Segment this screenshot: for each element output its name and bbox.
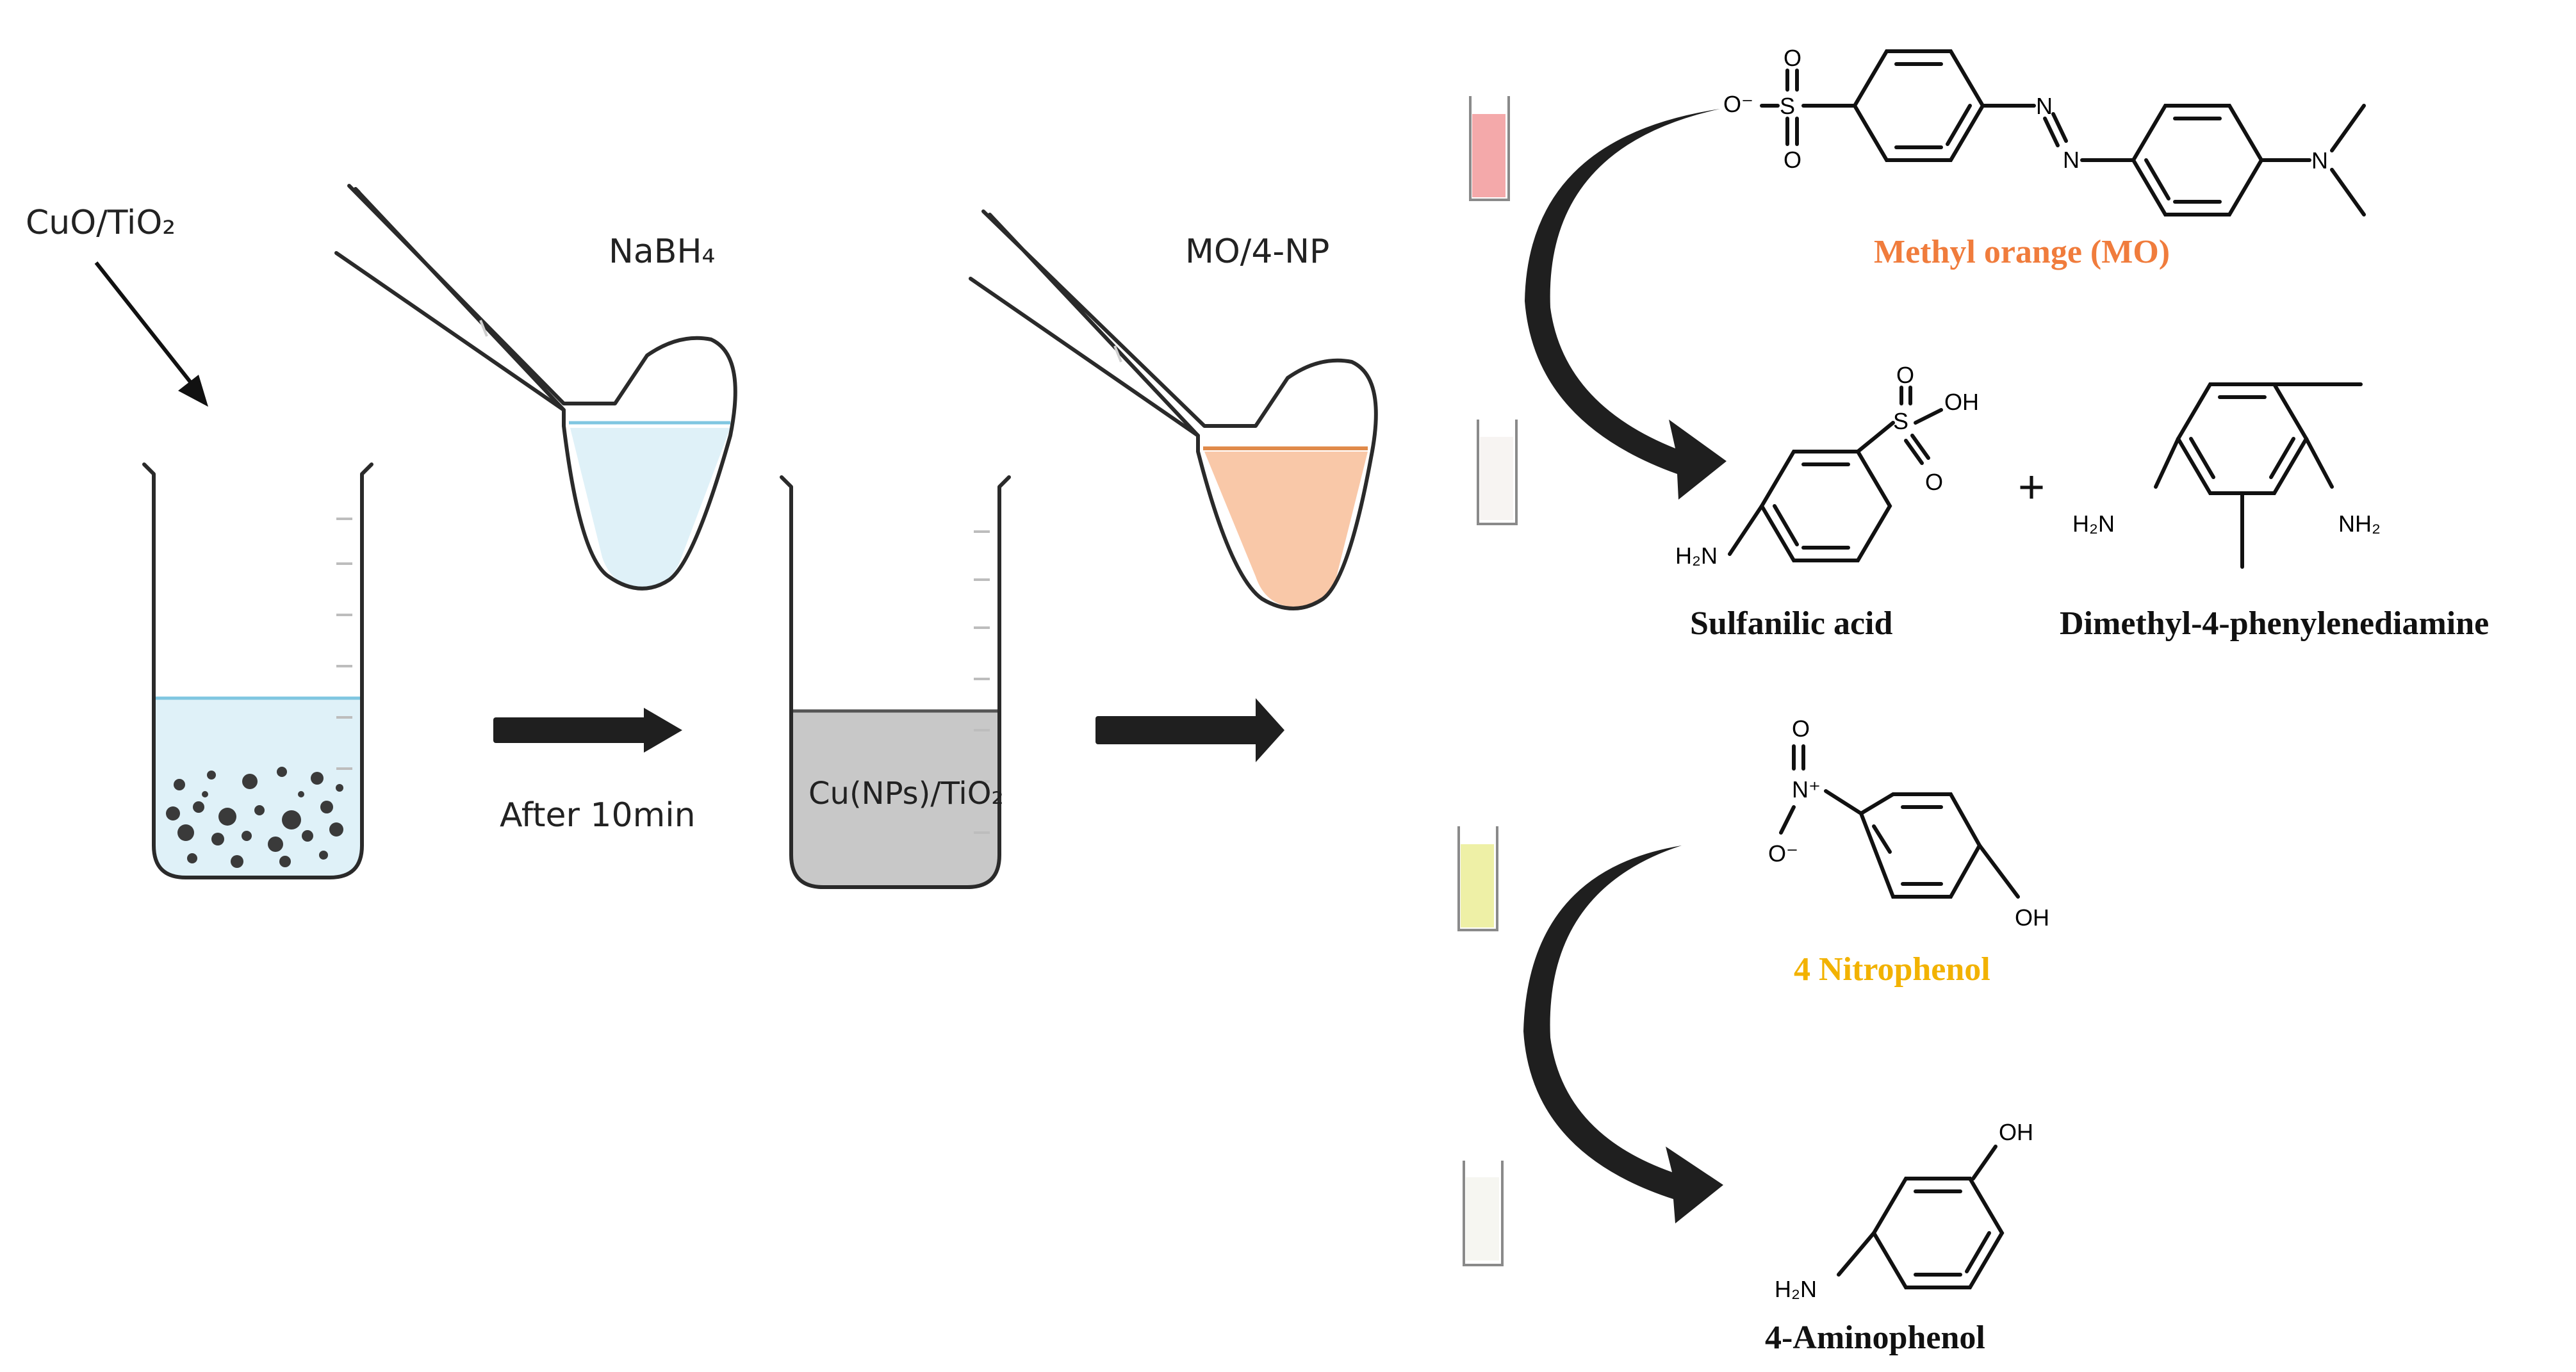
cuo-particle (202, 791, 208, 797)
dp-nh2: NH₂ (2338, 510, 2381, 537)
cuo-particles (166, 767, 343, 868)
mo-o-top: O (1784, 45, 1801, 71)
cuo-particle (211, 833, 224, 845)
cuo-particle (268, 837, 283, 852)
dimethyl-phenylenediamine-name: Dimethyl-4-phenylenediamine (2060, 605, 2489, 642)
cuo-particle (277, 767, 287, 777)
reaction-arrow-mo (1525, 109, 1727, 500)
mo-o-minus: O⁻ (1723, 91, 1753, 117)
beaker-cu-nps-tio2 (780, 475, 1011, 889)
cuo-particle (319, 851, 328, 860)
cuo-particle (218, 808, 236, 826)
cuo-tio2-arrowhead (178, 375, 208, 407)
cuo-particle (311, 772, 324, 785)
beaker-1-liquid (154, 698, 362, 878)
mo-n2: N (2063, 147, 2080, 173)
nitrophenol-name: 4 Nitrophenol (1794, 951, 1990, 988)
vial-colorless-after-4np (1463, 1161, 1504, 1266)
np-o-minus: O⁻ (1768, 840, 1798, 867)
sulfanilic-acid-structure: H₂N S O OH O (1675, 362, 1979, 569)
aminophenol-name: 4-Aminophenol (1765, 1319, 1985, 1356)
step-arrow-2 (1095, 698, 1284, 762)
mo-4np-label: MO/4-NP (1185, 233, 1329, 271)
dp-h2n: H₂N (2072, 510, 2115, 537)
aminophenol-structure: OH H₂N (1775, 1119, 2033, 1302)
cuo-particle (166, 806, 180, 821)
cuo-particle (242, 831, 252, 841)
vial-colorless-after-mo (1477, 420, 1518, 525)
mo-o-bottom: O (1784, 147, 1801, 173)
cuo-particle (298, 791, 304, 797)
cuo-particle (282, 810, 301, 829)
sa-o-bottom: O (1925, 469, 1943, 495)
cuo-particle (177, 824, 194, 841)
cu-nps-tio2-label: Cu(NPs)/TiO₂ (808, 776, 1004, 812)
reaction-arrow-4np (1523, 845, 1723, 1223)
nitrophenol-structure: O N⁺ O⁻ OH (1768, 715, 2049, 931)
ap-h2n: H₂N (1775, 1276, 1817, 1302)
cuo-particle (254, 805, 265, 815)
dimethyl-phenylenediamine-structure: H₂N NH₂ (2072, 382, 2381, 569)
cuo-particle (329, 822, 343, 837)
step-arrow-1 (493, 708, 682, 753)
cuo-particle (207, 771, 216, 780)
flask-nabh4 (334, 184, 737, 591)
nabh4-label: NaBH₄ (609, 233, 715, 271)
cuo-particle (302, 830, 313, 842)
cuo-tio2-label: CuO/TiO₂ (26, 204, 176, 242)
cuo-particle (174, 779, 185, 790)
vial-yellow-4np (1457, 826, 1498, 931)
flask-mo-4np (969, 209, 1378, 610)
sulfanilic-acid-name: Sulfanilic acid (1690, 605, 1892, 642)
cuo-particle (187, 853, 197, 863)
cuo-particle (279, 856, 291, 867)
np-n-plus: N⁺ (1792, 776, 1821, 803)
cuo-particle (231, 855, 243, 868)
cuo-particle (336, 784, 343, 792)
cuo-tio2-pointer-arrow (94, 261, 194, 386)
np-o-top: O (1792, 715, 1810, 742)
beaker-2-liquid (791, 711, 999, 887)
sa-s: S (1893, 408, 1908, 434)
methyl-orange-name: Methyl orange (MO) (1874, 234, 2170, 270)
beaker-cuo-tio2 (142, 462, 373, 879)
cuo-particle (242, 774, 258, 789)
mo-s: S (1780, 93, 1795, 119)
cuo-particle (320, 801, 333, 813)
methyl-orange-structure: O⁻ S O O N N N (1723, 45, 2366, 216)
vial-pink-mo (1469, 96, 1510, 201)
np-oh: OH (2015, 904, 2049, 931)
sa-h2n: H₂N (1675, 543, 1718, 569)
ap-oh: OH (1999, 1119, 2033, 1145)
after-10min-label: After 10min (500, 796, 696, 835)
mo-n-dimethyl: N (2311, 147, 2328, 174)
cuo-particle (193, 801, 204, 813)
plus-sign: + (2018, 462, 2045, 513)
sa-oh: OH (1944, 389, 1979, 415)
mo-n1: N (2036, 93, 2053, 119)
sa-o-top: O (1896, 362, 1914, 388)
